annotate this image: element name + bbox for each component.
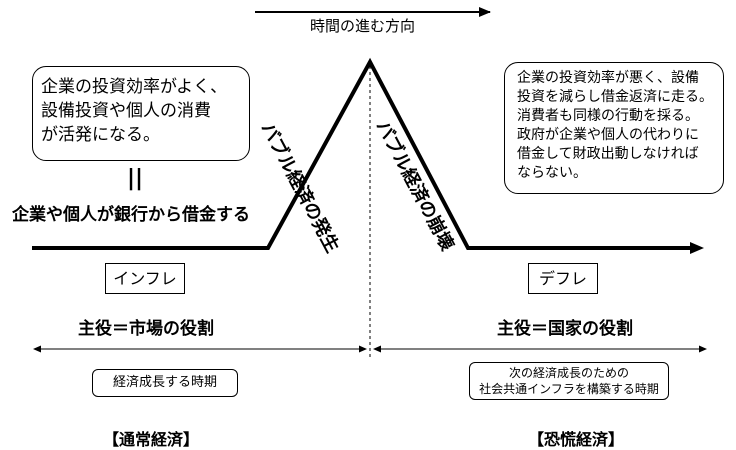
right-callout-line-2: 投資を減らし借金返済に走る。 bbox=[517, 89, 713, 105]
time-direction-label: 時間の進む方向 bbox=[310, 17, 416, 35]
right-callout: 企業の投資効率が悪く、設備 投資を減らし借金返済に走る。 消費者も同様の行動を採… bbox=[504, 62, 724, 194]
deflation-label: デフレ bbox=[538, 269, 587, 288]
equals-sign: || bbox=[127, 166, 144, 191]
left-callout-line-2: 設備投資や個人の消費 bbox=[41, 101, 211, 121]
left-callout: 企業の投資効率がよく、 設備投資や個人の消費 が活発になる。 bbox=[32, 66, 250, 161]
right-role: 主役＝国家の役割 bbox=[497, 319, 633, 339]
left-economy: 【通常経済】 bbox=[103, 430, 200, 449]
right-callout-line-5: 借金して財政出動しなければ bbox=[517, 146, 699, 162]
deflation-label-box: デフレ bbox=[528, 263, 598, 294]
inflation-label-box: インフレ bbox=[105, 263, 185, 294]
left-role: 主役＝市場の役割 bbox=[78, 319, 214, 339]
inflation-label: インフレ bbox=[113, 269, 177, 288]
left-period-box: 経済成長する時期 bbox=[92, 369, 238, 397]
right-callout-line-4: 政府が企業や個人の代わりに bbox=[517, 127, 699, 143]
economy-path bbox=[32, 57, 692, 250]
left-note: 企業や個人が銀行から借金する bbox=[12, 205, 250, 225]
right-economy: 【恐慌経済】 bbox=[528, 430, 625, 449]
right-callout-line-6: ならない。 bbox=[517, 165, 587, 181]
right-callout-line-3: 消費者も同様の行動を採る。 bbox=[517, 108, 699, 124]
left-period: 経済成長する時期 bbox=[112, 375, 217, 390]
path-arrowhead bbox=[690, 242, 704, 254]
right-callout-line-1: 企業の投資効率が悪く、設備 bbox=[517, 70, 699, 86]
left-callout-line-1: 企業の投資効率がよく、 bbox=[41, 77, 228, 97]
right-period-box: 次の経済成長のための 社会共通インフラを構築する時期 bbox=[469, 362, 669, 400]
right-period-line-1: 次の経済成長のための bbox=[508, 366, 629, 380]
left-callout-line-3: が活発になる。 bbox=[41, 125, 160, 145]
right-period-line-2: 社会共通インフラを構築する時期 bbox=[479, 382, 659, 396]
